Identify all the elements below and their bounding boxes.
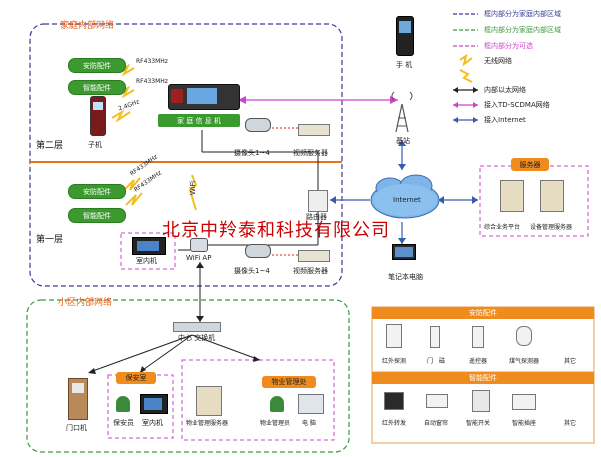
- door-sensor-icon: [430, 326, 440, 348]
- remote-control-icon: [472, 326, 484, 348]
- security-accessory-button[interactable]: 安防配件: [68, 58, 126, 73]
- door-unit-label: 门口机: [66, 424, 87, 432]
- server-title: 服务器: [511, 158, 549, 171]
- video-server-icon: [298, 124, 330, 136]
- base-station-label: 基站: [396, 137, 410, 145]
- camera-icon: [245, 244, 271, 258]
- company-watermark: 北京中羚泰和科技有限公司: [162, 220, 390, 241]
- video-server-label-1: 视频服务器: [293, 149, 328, 157]
- infrared-detector-icon: [386, 324, 402, 348]
- guard-room-title: 保安室: [116, 372, 156, 384]
- property-office-title: 物业管理处: [262, 376, 316, 388]
- layer-two-label: 第二层: [36, 141, 64, 151]
- internet-cloud: [370, 174, 440, 219]
- device-server-label: 设备管理服务器: [530, 224, 573, 231]
- smart-item-2: 自动窗帘: [423, 420, 448, 427]
- security-accessory-header: 安防配件: [372, 307, 594, 319]
- indoor-unit-icon: [140, 394, 168, 414]
- layer-one-label: 第一层: [36, 235, 64, 245]
- guard-icon: [116, 396, 130, 412]
- camera-label-2: 摄像头1~4: [234, 267, 270, 275]
- camera-label-1: 摄像头1~4: [234, 149, 270, 157]
- manager-icon: [270, 396, 284, 412]
- router-label: 路由器: [306, 213, 327, 221]
- handset-icon: [90, 96, 106, 136]
- wifi-label: WiFi: [189, 180, 198, 196]
- smart-accessory-header: 智能配件: [372, 372, 594, 384]
- security-item-4: 煤气探测器: [508, 358, 539, 365]
- mobile-phone-icon: [396, 16, 414, 56]
- legend-optional: 框内部分为可选: [484, 42, 533, 50]
- security-item-2: 门 磁: [426, 358, 445, 365]
- door-unit-icon: [68, 378, 88, 420]
- legend-ethernet: 内部以太网络: [484, 86, 526, 94]
- internet-label: Internet: [393, 196, 421, 204]
- legend-td-scdma: 接入TD-SCDMA网络: [484, 101, 550, 109]
- rf-label-1: RF433MHz: [136, 58, 168, 65]
- home-network-title: 家庭内部网络: [60, 21, 115, 31]
- gas-detector-icon: [516, 326, 532, 346]
- video-server-icon: [298, 250, 330, 262]
- handset-label: 子机: [88, 141, 102, 149]
- smart-socket-icon: [512, 394, 536, 410]
- video-server-label-2: 视频服务器: [293, 267, 328, 275]
- wifi-ap-label: WiFi AP: [186, 254, 212, 262]
- laptop-label: 笔记本电脑: [388, 273, 423, 281]
- smart-item-4: 智能插座: [511, 420, 536, 427]
- legend-community-area: 框内部分为家庭内部区域: [484, 26, 561, 34]
- smart-item-3: 智能开关: [465, 420, 490, 427]
- computer-label: 电 脑: [302, 420, 316, 427]
- switch-icon: [173, 322, 221, 332]
- smart-accessory-button-2[interactable]: 智能配件: [68, 208, 126, 223]
- security-accessory-button-2[interactable]: 安防配件: [68, 184, 126, 199]
- guard-label: 保安员: [113, 419, 134, 427]
- router-icon: [308, 190, 328, 212]
- legend-internet: 接入Internet: [484, 116, 526, 124]
- security-item-1: 红外探测: [381, 358, 406, 365]
- smart-switch-icon: [472, 390, 490, 412]
- auto-curtain-icon: [426, 394, 448, 408]
- legend-home-area: 框内部分为家庭内部区域: [484, 10, 561, 18]
- property-manager-label: 物业管理员: [260, 420, 291, 427]
- mobile-phone-label: 手 机: [396, 61, 413, 69]
- indoor-unit-label: 室内机: [136, 257, 157, 265]
- smart-accessory-button[interactable]: 智能配件: [68, 80, 126, 95]
- smart-item-5: 其它: [563, 420, 576, 427]
- wifi-ap-icon: [190, 238, 208, 252]
- community-network-title: 小区内部网络: [58, 298, 113, 308]
- server-icon: [196, 386, 222, 416]
- home-info-machine-label: 家 庭 信 息 机: [158, 114, 240, 127]
- home-info-machine-icon: [168, 84, 240, 110]
- base-station-icon: [391, 91, 413, 133]
- platform-label: 综合业务平台: [484, 224, 521, 231]
- laptop-icon: [392, 244, 416, 260]
- security-item-5: 其它: [563, 358, 576, 365]
- smart-item-1: 红外转发: [381, 420, 406, 427]
- legend-wireless: 无线网络: [484, 57, 512, 65]
- community-indoor-label: 室内机: [142, 419, 163, 427]
- switch-label: 中心 交换机: [178, 334, 216, 342]
- server-icon: [540, 180, 564, 212]
- indoor-unit-icon: [132, 237, 166, 255]
- server-icon: [500, 180, 524, 212]
- rf-label-2: RF433MHz: [136, 78, 168, 85]
- infrared-relay-icon: [384, 392, 404, 410]
- property-server-label: 物业管理服务器: [186, 420, 229, 427]
- computer-icon: [298, 394, 324, 414]
- security-item-3: 遥控器: [468, 358, 487, 365]
- camera-icon: [245, 118, 271, 132]
